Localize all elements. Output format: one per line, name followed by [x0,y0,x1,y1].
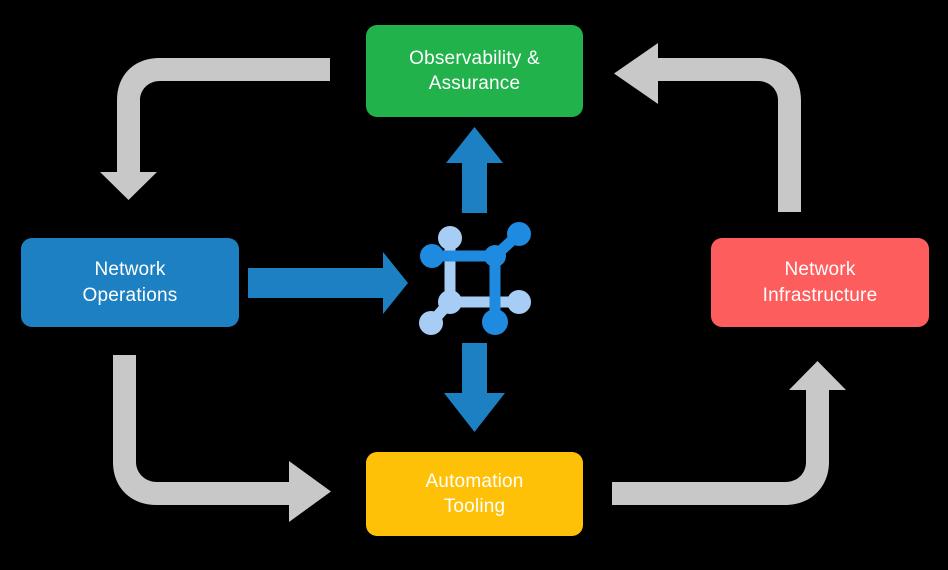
blue-arrow-hub-to-observability [446,127,503,213]
hub-node-center [484,245,506,267]
blue-arrow-hub-to-automation [444,343,505,432]
node-observability-label: Observability & Assurance [409,47,540,94]
node-network-operations-label: Network Operations [82,259,178,306]
node-observability-assurance[interactable]: Observability & Assurance [366,25,583,117]
node-automation-tooling-label: Automation Tooling [425,470,524,517]
node-network-infrastructure-label: Network Infrastructure [762,259,878,306]
gray-arrow-automation-to-infrastructure [612,361,846,505]
network-hub-icon [419,222,531,335]
hub-node-bottom [482,309,508,335]
node-automation-tooling[interactable]: Automation Tooling [366,452,583,536]
hub-node-top-left [438,226,462,250]
hub-node-left [420,244,444,268]
node-network-infrastructure[interactable]: Network Infrastructure [711,238,929,327]
gray-arrow-observability-to-operations [100,58,330,200]
hub-node-mid-left [438,290,462,314]
gray-arrow-operations-to-automation [113,355,331,522]
hub-node-bottom-left [419,311,443,335]
gray-arrow-infrastructure-to-observability [614,43,801,212]
node-network-operations[interactable]: Network Operations [21,238,239,327]
hub-node-top-right [507,222,531,246]
blue-arrow-operations-to-hub [248,252,408,314]
hub-node-right [507,290,531,314]
